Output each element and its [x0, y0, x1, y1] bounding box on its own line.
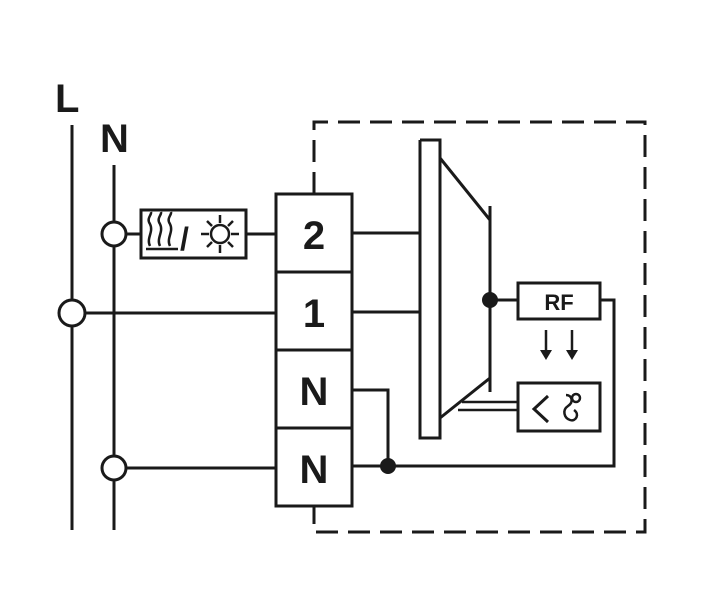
cooling-icon: [201, 215, 239, 253]
rail-n-upper-terminal: [100, 220, 128, 248]
load-separator: /: [180, 221, 189, 257]
rf-arrows: [540, 330, 578, 360]
heating-cooling-icon: [146, 211, 178, 251]
load-device: /: [139, 208, 248, 260]
temperature-sensor-icon: [531, 392, 582, 424]
device-enclosure: [312, 120, 647, 534]
terminal-n-upper-label: N: [300, 370, 329, 414]
terminal-block: 2 1 N N: [274, 192, 354, 508]
relay-switch: [418, 138, 492, 440]
rf-label: RF: [544, 290, 573, 315]
terminal-1-label: 1: [303, 292, 325, 336]
rf-relay: RF: [516, 281, 602, 321]
terminal-2-label: 2: [303, 214, 325, 258]
terminal-n-lower-label: N: [300, 448, 329, 492]
rail-label-l: L: [55, 77, 79, 121]
temperature-sensor: [516, 381, 602, 433]
rail-label-n: N: [100, 117, 129, 161]
neutral-junction-node: [380, 458, 396, 474]
rail-n-lower-terminal: [100, 454, 128, 482]
rail-l-terminal: [57, 298, 87, 328]
